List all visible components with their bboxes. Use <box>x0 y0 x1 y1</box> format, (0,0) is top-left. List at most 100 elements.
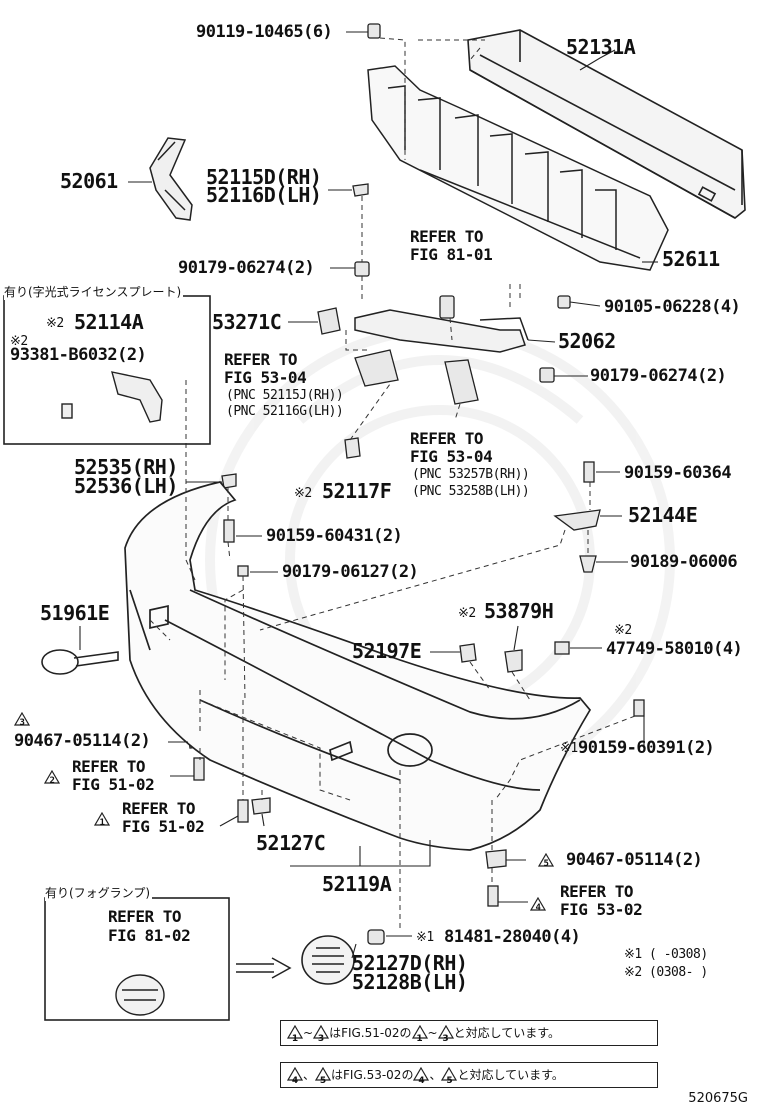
screw-81481-icon <box>367 929 385 945</box>
fog-box-caption: 有り(フォグランプ) <box>45 884 153 901</box>
triangle-5: 5 <box>538 851 554 869</box>
label-90159-60364: 90159-60364 <box>624 463 732 483</box>
clip-52127c-icon <box>251 797 271 815</box>
license-box-caption: 有り(字光式ライセンスプレート) <box>4 283 184 300</box>
label-47749-mark: ※2 <box>614 623 632 638</box>
fog-lamp-icon <box>115 974 165 1016</box>
diagram-code: 520675G <box>688 1091 748 1106</box>
label-90467-05114-a: 90467-05114(2) <box>14 731 151 751</box>
label-refer-5304b-1: REFER TO <box>410 429 484 448</box>
label-52128b: 52128B(LH) <box>352 970 468 994</box>
reinforcement-52131a <box>467 29 746 219</box>
label-refer-5304a-4: (PNC 52116G(LH)) <box>226 404 344 419</box>
bracket-52115j-icon <box>354 349 399 387</box>
label-90119-10465: 90119-10465(6) <box>196 22 333 42</box>
license-plate-option: 有り(字光式ライセンスプレート) <box>4 283 210 444</box>
screw-47749-icon <box>554 641 570 655</box>
label-refer-5102a-1: REFER TO <box>72 757 146 776</box>
label-refer-5304a-3: (PNC 52115J(RH)) <box>226 388 344 403</box>
label-refer-5304a-2: FIG 53-04 <box>224 368 307 387</box>
note2-end: と対応しています。 <box>457 1068 564 1082</box>
label-81481-mark: ※1 <box>416 930 434 945</box>
legend-row-1: ※1 ( -0308) <box>624 947 708 962</box>
label-refer-5304b-2: FIG 53-04 <box>410 447 493 466</box>
bracket-52061 <box>149 137 193 221</box>
tow-hook-51961e <box>41 649 119 675</box>
fog-bezel-52127d <box>301 935 355 985</box>
label-52197e: 52197E <box>352 639 422 663</box>
clip-52197e-icon <box>459 643 477 663</box>
retainer-52062 <box>354 309 529 353</box>
label-52119a: 52119A <box>322 872 392 896</box>
leader-lines <box>79 31 658 959</box>
triangle-1: 1 <box>94 810 110 828</box>
label-93381-mark: ※2 <box>10 334 28 349</box>
label-90467-05114-b: 90467-05114(2) <box>566 850 703 870</box>
label-47749-58010: 47749-58010(4) <box>606 639 743 659</box>
label-90159-60391: 90159-60391(2) <box>578 738 715 758</box>
label-refer-8102-2: FIG 81-02 <box>108 926 191 945</box>
bumper-cover-52119a <box>124 481 592 851</box>
clip-53271c-icon <box>317 307 341 335</box>
label-81481-28040: 81481-28040(4) <box>444 927 581 947</box>
label-90179-06274-a: 90179-06274(2) <box>178 258 315 278</box>
label-53879h-mark: ※2 <box>458 606 476 621</box>
note1-end: と対応しています。 <box>453 1026 561 1040</box>
fog-lamp-option: 有り(フォグランプ) <box>45 884 229 1020</box>
clip-53879h-icon <box>504 649 523 673</box>
label-53271c: 53271C <box>212 310 282 334</box>
label-52114a: 52114A <box>74 310 144 334</box>
clips <box>187 23 645 945</box>
label-52061: 52061 <box>60 169 118 193</box>
label-refer-5102b-2: FIG 51-02 <box>122 817 205 836</box>
label-refer-5102a-2: FIG 51-02 <box>72 775 155 794</box>
screw-90159-icon <box>583 461 595 483</box>
bolt-5302-icon <box>487 885 499 907</box>
screw-90159-60391-icon <box>633 699 645 717</box>
legend-row-2: ※2 (0308- ) <box>624 965 708 980</box>
bracket-53257b-icon <box>444 359 479 405</box>
label-refer-5304b-4: (PNC 53258B(LH)) <box>412 484 530 499</box>
triangle-2: 2 <box>44 768 60 786</box>
bolt-5102a-icon <box>193 757 205 781</box>
nut-90467b-icon <box>485 849 507 869</box>
bracket-52144e-icon <box>553 509 601 531</box>
triangle-4: 4 <box>530 895 546 913</box>
label-52127d: 52127D(RH) <box>352 951 468 975</box>
label-52115d: 52115D(RH) <box>206 165 322 189</box>
label-refer-8102-1: REFER TO <box>108 907 182 926</box>
label-90159-60391-mark: ※1 <box>560 741 578 756</box>
label-refer-5304b-3: (PNC 53257B(RH)) <box>412 467 530 482</box>
label-refer-8101-b: FIG 81-01 <box>410 245 493 264</box>
energy-absorber-52611 <box>367 65 669 271</box>
clip-90179-06127-icon <box>237 565 249 577</box>
label-90105-06228: 90105-06228(4) <box>604 297 741 317</box>
connector-icon <box>439 295 455 319</box>
label-53879h: 53879H <box>484 599 554 623</box>
label-90179-06127: 90179-06127(2) <box>282 562 419 582</box>
note2-text: はFIG.53-02の <box>331 1068 414 1082</box>
nut-90179-icon <box>354 261 370 277</box>
label-52536: 52536(LH) <box>74 474 178 498</box>
label-51961e: 51961E <box>40 601 110 625</box>
note1-text: はFIG.51-02の <box>329 1026 412 1040</box>
clip-52115d-icon <box>352 183 369 197</box>
label-52611: 52611 <box>662 247 720 271</box>
label-52117f: 52117F <box>322 479 392 503</box>
nut-90189-icon <box>579 555 597 573</box>
triangle-3-a: 3 <box>14 710 30 728</box>
label-90189-06006: 90189-06006 <box>630 552 738 572</box>
label-refer-5304a-1: REFER TO <box>224 350 298 369</box>
label-52114a-mark: ※2 <box>46 316 64 331</box>
label-52131a: 52131A <box>566 35 636 59</box>
label-90179-06274-b: 90179-06274(2) <box>590 366 727 386</box>
clip-52535-icon <box>221 473 237 489</box>
screw-93381-icon <box>61 403 73 419</box>
label-52127c: 52127C <box>256 831 326 855</box>
label-52116d: 52116D(LH) <box>206 183 322 207</box>
guide-lines <box>149 37 636 930</box>
label-refer-5102b-1: REFER TO <box>122 799 196 818</box>
label-52144e: 52144E <box>628 503 698 527</box>
